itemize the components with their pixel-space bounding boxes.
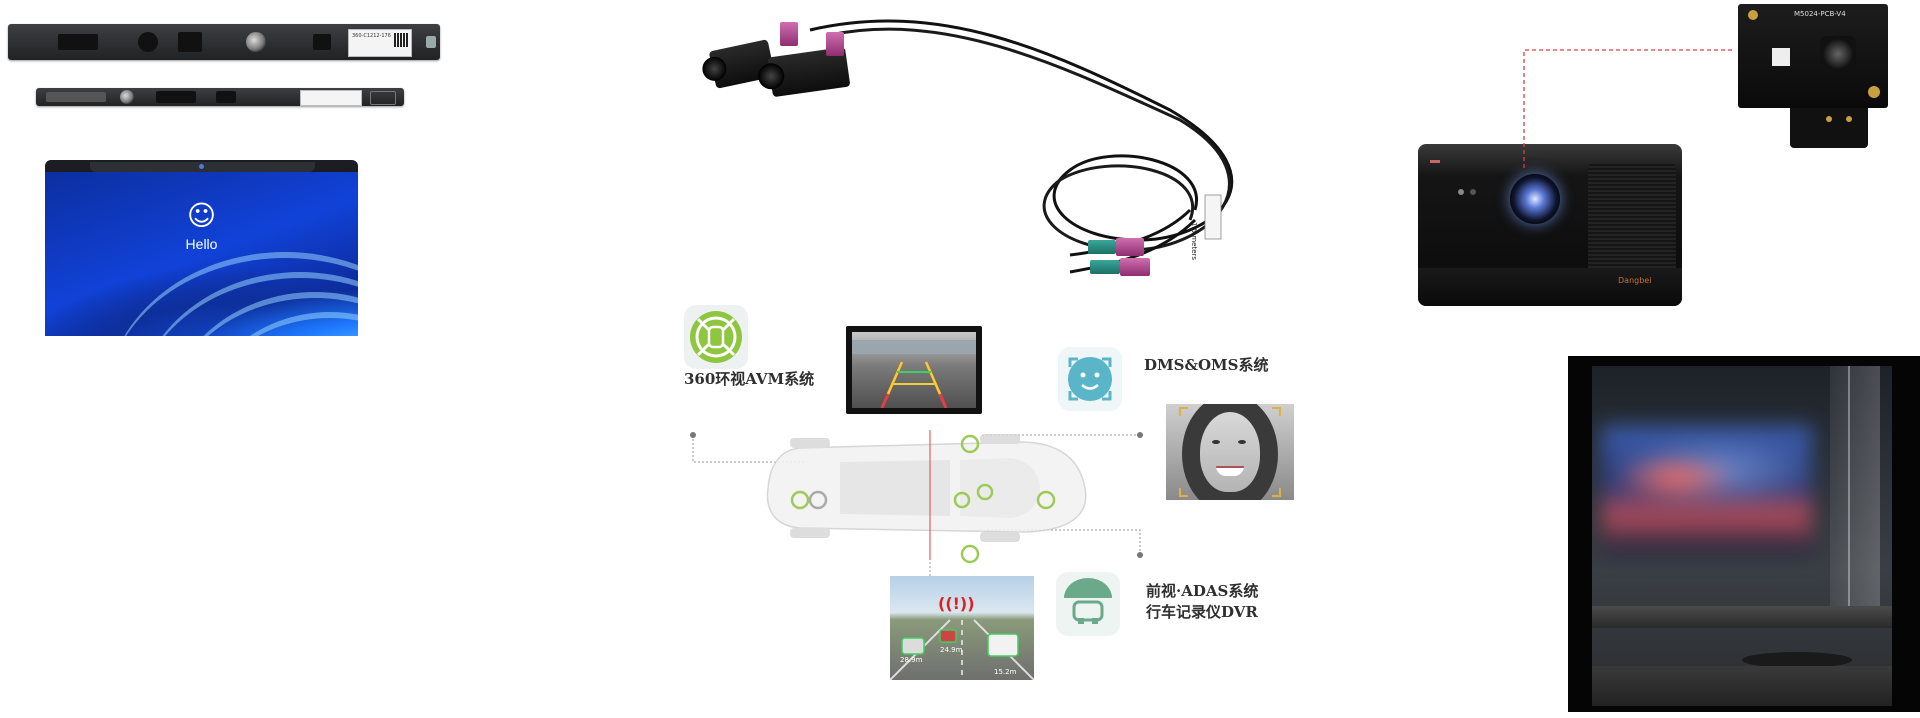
driver-face-photo bbox=[1166, 404, 1294, 500]
adas-label-line1: 前视·ADAS系统 bbox=[1146, 582, 1259, 600]
fakra-connector-1 bbox=[1088, 238, 1148, 256]
projector-lens-icon bbox=[1510, 174, 1560, 224]
adas-road-view: ((!)) 28.9m 24.9m 15.2m bbox=[890, 576, 1034, 680]
avm-360-icon bbox=[684, 305, 748, 369]
laptop-screen: ☺ Hello bbox=[45, 160, 358, 336]
dms-face-icon bbox=[1058, 347, 1122, 411]
adas-front-car-icon bbox=[1056, 572, 1120, 636]
connector-pink-2 bbox=[826, 32, 844, 56]
projector-brand: Dangbei bbox=[1618, 276, 1652, 285]
dms-label: DMS&OMS系统 bbox=[1144, 356, 1269, 374]
projected-screen bbox=[1602, 426, 1812, 554]
webcam-module-bottom bbox=[36, 88, 404, 106]
smiley-icon: ☺ bbox=[186, 199, 217, 232]
tv-console bbox=[1592, 606, 1892, 628]
module-sticker: 360-C1212-176 bbox=[348, 29, 412, 57]
adas-distance-1: 28.9m bbox=[900, 656, 923, 664]
cable-length-tag: 1.5 meters bbox=[1190, 222, 1198, 261]
webcam-lens-icon bbox=[199, 164, 204, 169]
adas-distance-3: 15.2m bbox=[994, 668, 1017, 676]
camera-pcb-module: M5024-PCB-V4 bbox=[1738, 4, 1888, 148]
projection-room-photo bbox=[1568, 356, 1920, 712]
avm-rear-view-screen bbox=[846, 326, 982, 414]
fakra-connector-2 bbox=[1090, 258, 1160, 276]
adas-label-line2: 行车记录仪DVR bbox=[1146, 603, 1258, 621]
coffee-table bbox=[1742, 652, 1852, 668]
pcb-label: M5024-PCB-V4 bbox=[1794, 10, 1846, 18]
sticker-text: 360-C1212-176 bbox=[352, 33, 391, 39]
pcb-lens-icon bbox=[1820, 36, 1856, 72]
warning-sign-icon: ((!)) bbox=[938, 594, 975, 613]
connector-pink-1 bbox=[780, 22, 798, 46]
car-diagram bbox=[690, 430, 1143, 580]
projector-device: Dangbei bbox=[1418, 144, 1682, 306]
adas-distance-2: 24.9m bbox=[940, 646, 963, 654]
avm-label: 360环视AVM系统 bbox=[684, 370, 815, 388]
greeting-text: Hello bbox=[185, 236, 218, 252]
camera-cable-assembly bbox=[809, 19, 1234, 274]
webcam-module-top: 360-C1212-176 bbox=[8, 24, 440, 60]
module-leader-line bbox=[1523, 49, 1734, 168]
